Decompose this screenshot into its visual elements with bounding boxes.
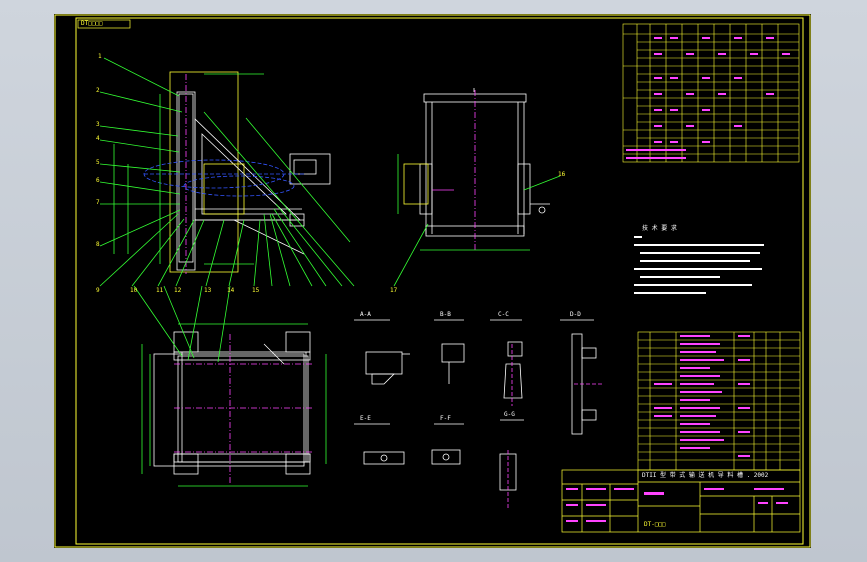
technical-notes: [634, 236, 764, 294]
part-balloon: 17: [390, 287, 398, 294]
part-balloon: 13: [204, 287, 212, 294]
section-label: A-A: [360, 311, 371, 318]
outer-border: [54, 14, 811, 548]
part-balloon: 1: [98, 53, 102, 60]
front-view: [393, 88, 561, 287]
section-label: G-G: [504, 411, 515, 418]
sheet-tag: DT□□□□: [81, 20, 103, 27]
part-balloon: 2: [96, 87, 100, 94]
cad-drawing: [54, 14, 811, 548]
part-balloon: 4: [96, 135, 100, 142]
part-balloon: 3: [96, 121, 100, 128]
part-balloon: 7: [96, 199, 100, 206]
part-balloon: 15: [252, 287, 260, 294]
notes-heading: 技 术 要 求: [642, 225, 677, 232]
section-label: B-B: [440, 311, 451, 318]
title-block-values: [566, 488, 788, 522]
parts-list: [637, 331, 801, 471]
drawing-title: DTII 型 带 式 输 送 机 导 料 槽 . 2002: [642, 472, 769, 479]
part-balloon: 10: [130, 287, 138, 294]
section-label: C-C: [498, 311, 509, 318]
section-label: D-D: [570, 311, 581, 318]
part-balloon: 8: [96, 241, 100, 248]
part-balloon: 16: [558, 171, 566, 178]
part-balloon: 9: [96, 287, 100, 294]
title-block: [561, 469, 801, 533]
part-balloon: 11: [156, 287, 164, 294]
plan-view: [133, 285, 327, 487]
part-balloon: 5: [96, 159, 100, 166]
inner-border: [75, 17, 804, 545]
section-details: [354, 319, 604, 510]
part-balloon: 14: [227, 287, 235, 294]
parts-list-values: [654, 335, 750, 457]
parameter-table: [622, 23, 800, 163]
drawing-number: DT-□□□: [644, 521, 666, 528]
part-balloon: 12: [174, 287, 182, 294]
parameter-table-values: [626, 37, 790, 159]
part-balloon: 6: [96, 177, 100, 184]
drawing-sheet: DT□□□□ 技 术 要 求 DTII 型 带 式 输 送 机 导 料 槽 . …: [54, 14, 811, 548]
section-label: E-E: [360, 415, 371, 422]
sheet-tag-box: [77, 19, 131, 29]
side-view: [99, 57, 355, 287]
section-label: F-F: [440, 415, 451, 422]
